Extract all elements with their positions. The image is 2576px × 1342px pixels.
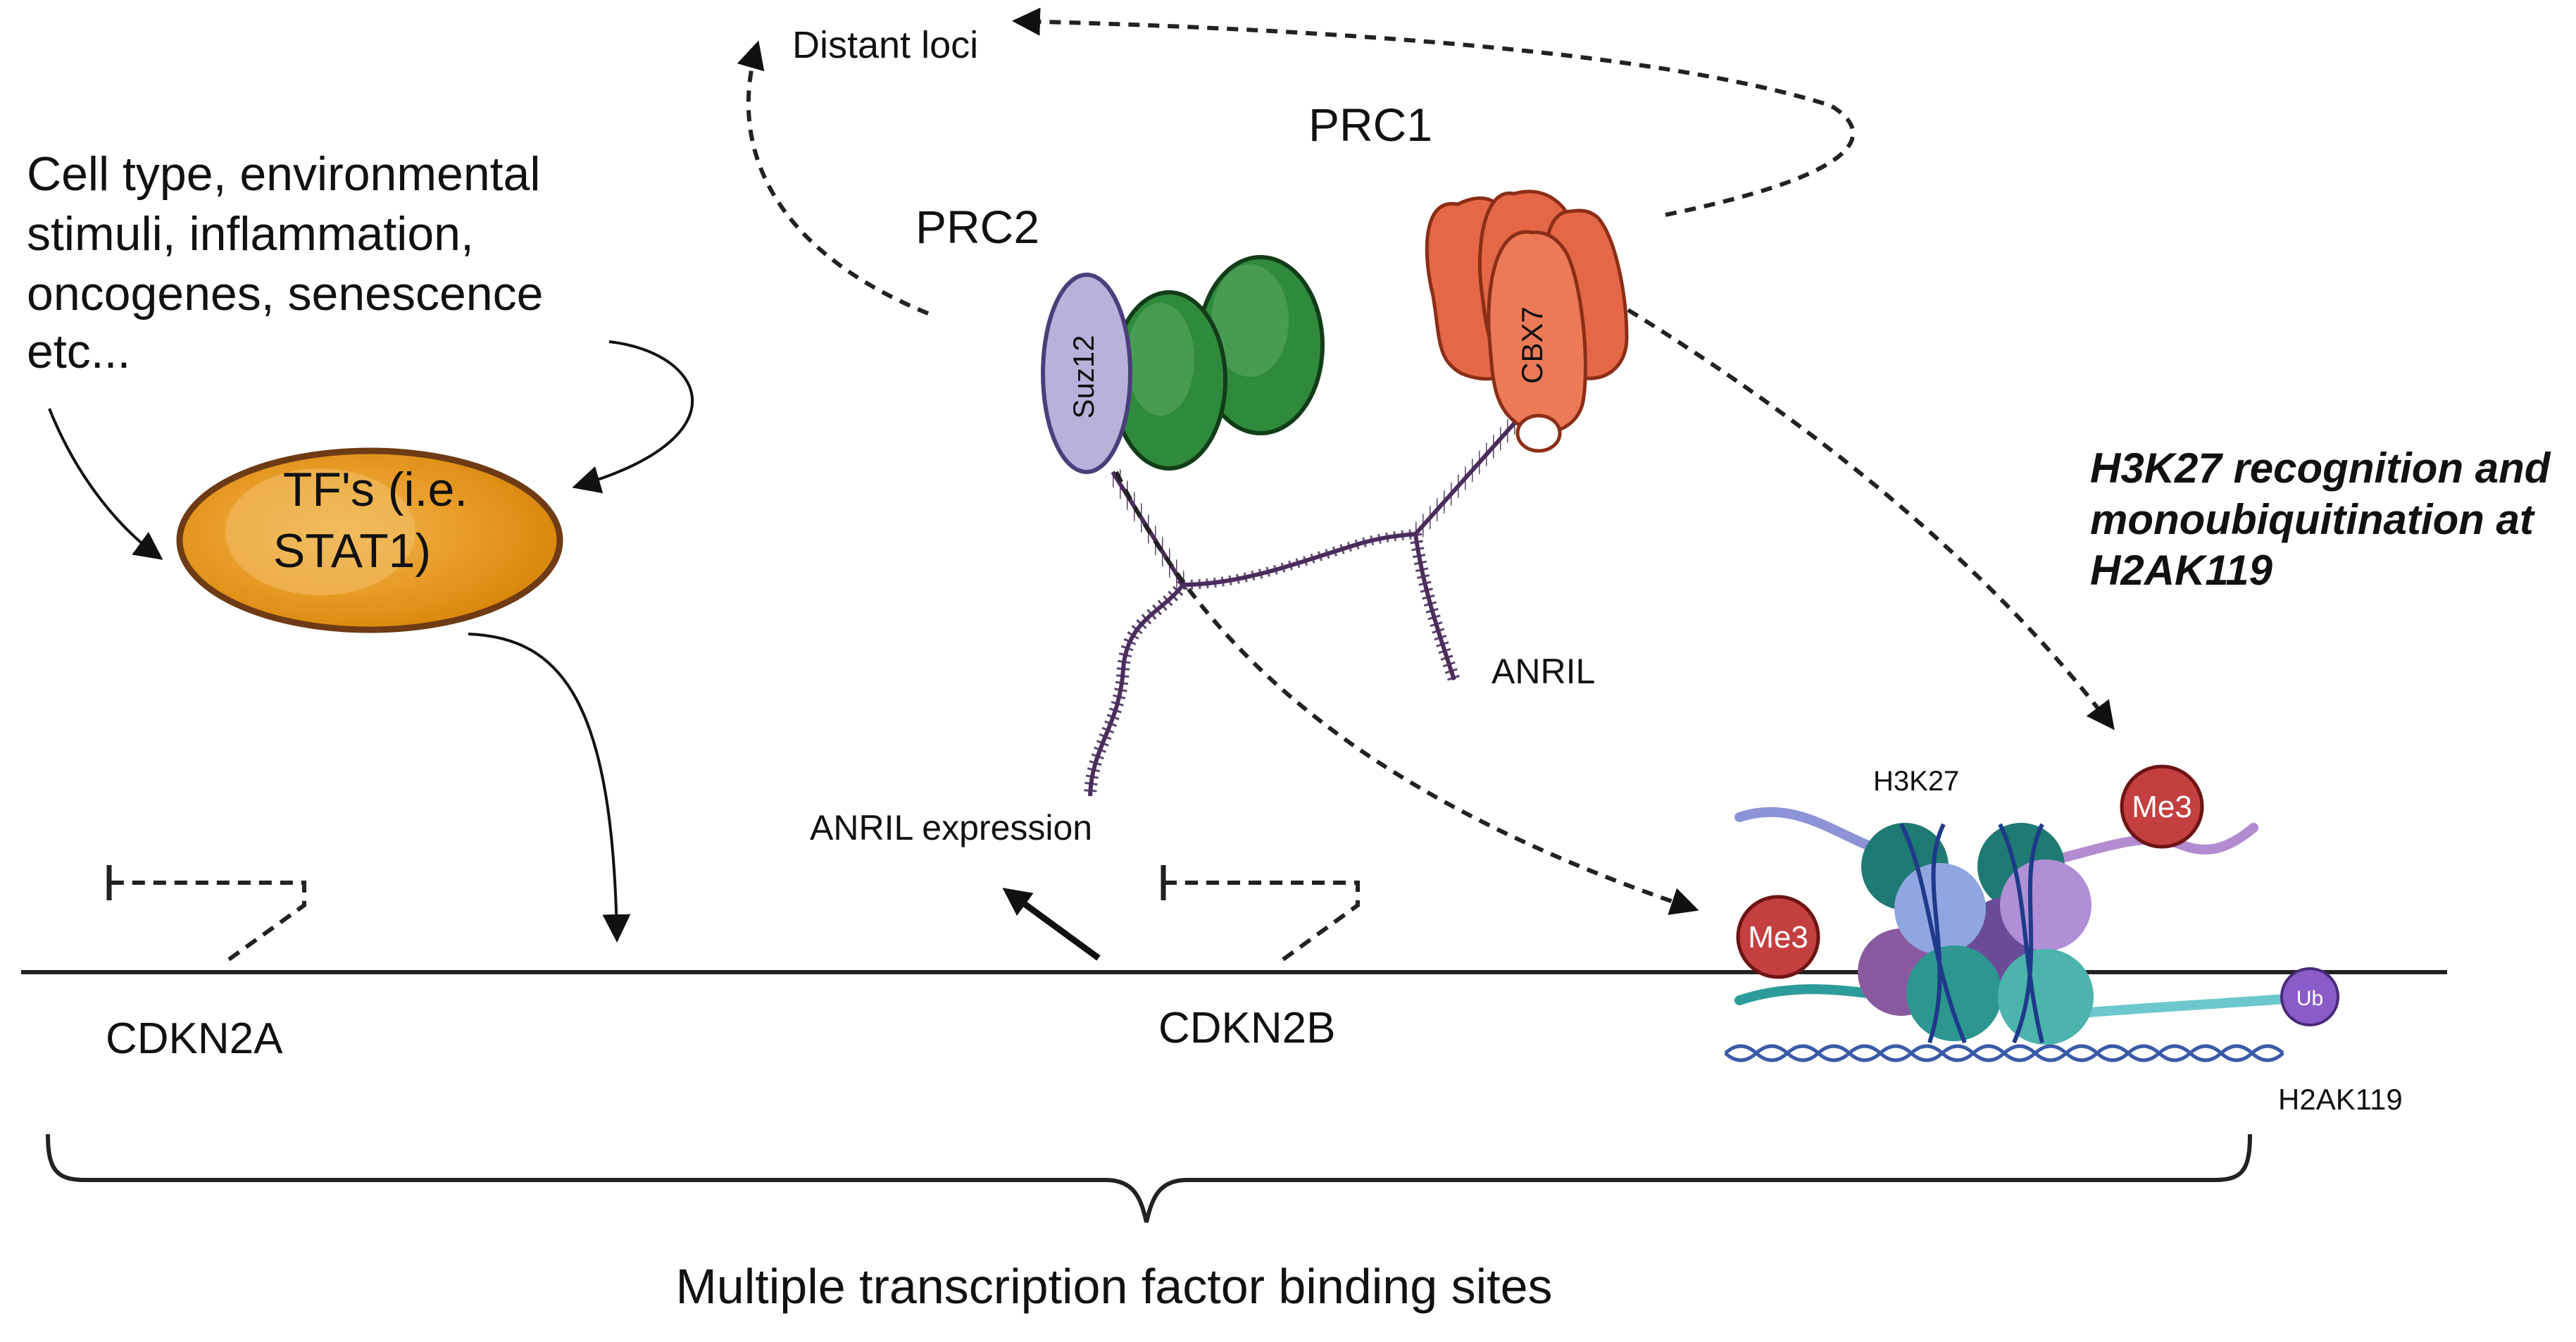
h3k27-label: H3K27 bbox=[1873, 766, 1959, 797]
cdkn2b-label: CDKN2B bbox=[1158, 1004, 1336, 1052]
tf-stat1: TF's (i.e. STAT1) bbox=[176, 447, 563, 633]
nucleosome bbox=[1724, 807, 2290, 1062]
prc2-to-nucleosome-arrow bbox=[1114, 471, 1699, 915]
stimuli-text: Cell type, environmental stimuli, inflam… bbox=[27, 147, 543, 378]
svg-text:oncogenes, senescence: oncogenes, senescence bbox=[27, 267, 543, 321]
binding-sites-label: Multiple transcription factor binding si… bbox=[675, 1259, 1552, 1314]
prc2-label: PRC2 bbox=[915, 201, 1039, 253]
prc2-complex: Suz12 bbox=[1041, 255, 1325, 474]
svg-text:TF's (i.e.: TF's (i.e. bbox=[283, 463, 468, 516]
binding-sites-brace bbox=[46, 1133, 2252, 1223]
cdkn2a-inhibition bbox=[109, 881, 306, 962]
h3k27-recognition-text: H3K27 recognition and monoubiquitination… bbox=[2090, 445, 2551, 594]
cdkn2b-inhibition bbox=[1163, 881, 1360, 962]
ub-badge: Ub bbox=[2280, 967, 2339, 1026]
distant-loci-loop bbox=[737, 40, 930, 316]
anril-expression-label: ANRIL expression bbox=[810, 808, 1092, 847]
tf-to-gene-arrow bbox=[468, 633, 631, 943]
distant-loci-loop-top bbox=[1012, 7, 1856, 217]
tss-arrow bbox=[1002, 888, 1101, 961]
stimuli-arrow-right bbox=[572, 340, 694, 494]
svg-text:Ub: Ub bbox=[2296, 987, 2323, 1010]
anril-rna bbox=[1084, 410, 1527, 797]
svg-text:stimuli, inflammation,: stimuli, inflammation, bbox=[27, 207, 474, 261]
svg-text:Me3: Me3 bbox=[1748, 920, 1808, 955]
distant-loci-label: Distant loci bbox=[792, 24, 978, 66]
svg-text:etc...: etc... bbox=[27, 325, 130, 378]
h2ak119-label: H2AK119 bbox=[2278, 1083, 2403, 1116]
svg-text:H3K27 recognition and: H3K27 recognition and bbox=[2090, 445, 2551, 492]
me3-badge-left: Me3 bbox=[1736, 895, 1820, 979]
cdkn2a-label: CDKN2A bbox=[106, 1014, 283, 1063]
prc1-label: PRC1 bbox=[1308, 99, 1432, 151]
suz12-label: Suz12 bbox=[1067, 335, 1100, 418]
prc1-to-nucleosome-arrow bbox=[1627, 308, 2115, 731]
me3-badge-right: Me3 bbox=[2120, 764, 2204, 849]
cbx7-label: CBX7 bbox=[1515, 306, 1549, 384]
suz12-subunit bbox=[1041, 273, 1132, 474]
svg-text:STAT1): STAT1) bbox=[273, 524, 431, 578]
svg-text:monoubiquitination at: monoubiquitination at bbox=[2090, 496, 2536, 543]
stimuli-arrow-left bbox=[48, 408, 163, 560]
anril-label: ANRIL bbox=[1492, 652, 1595, 691]
svg-text:Me3: Me3 bbox=[2132, 790, 2192, 824]
prc1-complex: CBX7 bbox=[1425, 190, 1629, 453]
svg-text:H2AK119: H2AK119 bbox=[2090, 547, 2273, 594]
svg-text:Cell type, environmental: Cell type, environmental bbox=[27, 147, 540, 201]
